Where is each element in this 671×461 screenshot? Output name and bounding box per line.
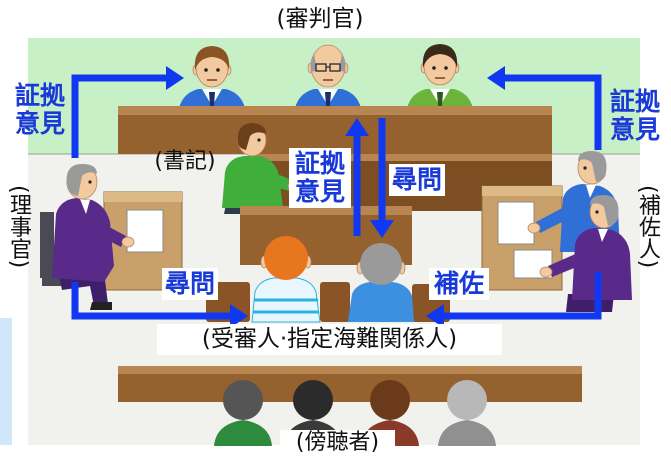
inspector-shoe <box>90 302 112 310</box>
inspector-chair-back <box>40 212 54 278</box>
accused-person-right <box>348 243 414 322</box>
side-panel <box>0 318 12 445</box>
counsel-desk <box>481 185 563 291</box>
clerk-body <box>222 156 283 208</box>
judge-right-eye-right <box>444 66 448 70</box>
examination-label-inspector: 尋問 <box>162 268 218 300</box>
inspector-body <box>52 198 114 282</box>
clerk-desk-top <box>255 154 552 161</box>
arrow-counsel-to-accused <box>426 272 602 328</box>
inspector-arm <box>92 220 126 247</box>
inspector-label: (理事官) <box>6 185 31 269</box>
arrow-inspector-to-accused-line <box>71 282 232 320</box>
judge-left-eye-left <box>204 68 208 72</box>
audience-bench <box>118 366 582 402</box>
accused-right-body <box>348 282 414 322</box>
counsel-back-hair <box>578 151 607 182</box>
inspector-collar <box>80 199 90 214</box>
counsel-back-collar <box>586 185 596 198</box>
audience-4-head <box>447 380 487 420</box>
arrow-inspector-to-accused-head <box>230 304 248 328</box>
judge-right-eye-left <box>432 66 436 70</box>
counsel-person-front <box>539 195 632 312</box>
audience-2-head <box>293 380 333 420</box>
counsel-desk-top <box>482 186 562 196</box>
counsel-label: (補佐人) <box>635 185 660 269</box>
audience-1-shoulders <box>214 420 272 446</box>
counsel-front-arm <box>548 252 584 277</box>
judge-left-tie <box>209 92 215 106</box>
inspector-hand <box>121 236 135 248</box>
arrow-inspector-to-judges-head <box>166 66 184 90</box>
arrow-judges-to-accused <box>370 118 394 238</box>
arrow-counsel-to-judges-head <box>487 66 505 90</box>
arrow-counsel-to-judges <box>487 66 602 150</box>
evidence-opinion-label-accused: 証拠 意見 <box>289 148 351 208</box>
audience-1-head <box>223 380 263 420</box>
clerk-eye <box>257 138 261 142</box>
judge-center-tie <box>325 92 331 106</box>
counsel-back-eye <box>583 166 587 170</box>
evidence-opinion-inspector-line-1: 証拠 <box>14 81 65 110</box>
inspector-desk <box>103 191 183 291</box>
accused-person-left <box>251 236 321 323</box>
arrow-counsel-to-accused-head <box>426 304 444 328</box>
arrow-inspector-to-judges <box>71 66 184 158</box>
judge-right-hair <box>422 44 458 68</box>
judge-right-tie <box>437 92 443 106</box>
counsel-front-hair <box>590 195 619 226</box>
audience-label: (傍聴者) <box>280 430 395 456</box>
accused-right-head <box>360 243 402 285</box>
audience-bench-top <box>118 366 582 374</box>
inspector-hair <box>66 164 97 196</box>
audience-person-1 <box>214 380 272 446</box>
counsel-front-hand <box>539 266 553 278</box>
evidence-opinion-counsel-line-1: 証拠 <box>609 87 660 116</box>
evidence-opinion-counsel-line-2: 意見 <box>609 115 660 144</box>
audience-4-shoulders <box>438 420 496 446</box>
counsel-front-body <box>572 228 632 300</box>
inspector-eye <box>88 180 92 184</box>
arrow-counsel-to-accused-line <box>442 272 602 320</box>
arrow-counsel-to-judges-line <box>503 74 602 150</box>
evidence-opinion-label-counsel: 証拠 意見 <box>603 88 667 144</box>
clerk-arm <box>258 168 292 191</box>
judge-left-eye-right <box>216 68 220 72</box>
examination-label-judges: 尋問 <box>389 164 445 196</box>
counsel-back-hand <box>527 222 541 234</box>
audience-3-head <box>370 380 410 420</box>
clerk-label: (書記) <box>154 149 216 174</box>
judges-bench <box>118 106 552 154</box>
evidence-opinion-inspector-line-2: 意見 <box>14 109 65 138</box>
audience-person-4 <box>438 380 496 446</box>
counsel-front-collar <box>598 229 608 242</box>
judge-left-hair <box>194 46 230 70</box>
inspector-desk-top <box>104 192 182 202</box>
counsel-document-1 <box>497 201 535 245</box>
arrow-accused-to-judges <box>345 118 369 236</box>
judges-bench-front <box>118 115 552 154</box>
arrow-inspector-to-accused <box>71 282 248 328</box>
arrow-inspector-to-judges-line <box>71 74 168 158</box>
audience-bench-front <box>118 374 582 402</box>
judges-bench-top <box>118 106 552 115</box>
inspector <box>40 164 135 310</box>
judges-label: (審判官) <box>276 6 364 32</box>
counsel-back-arm <box>536 206 570 233</box>
accused-table-top <box>240 206 412 215</box>
counsel-front-eye <box>595 210 599 214</box>
arrow-accused-to-judges-head <box>345 118 369 136</box>
assistance-label-counsel: 補佐 <box>429 268 489 300</box>
chair-center <box>320 282 350 322</box>
evidence-opinion-label-inspector: 証拠 意見 <box>8 82 72 138</box>
evidence-opinion-accused-line-1: 証拠 <box>294 149 345 178</box>
accused-label: (受審人·指定海難関係人) <box>157 324 502 355</box>
accused-left-head <box>264 236 308 280</box>
evidence-opinion-accused-line-2: 意見 <box>294 177 345 206</box>
arrow-judges-to-accused-head <box>370 220 394 238</box>
clerk-hair <box>237 123 266 150</box>
